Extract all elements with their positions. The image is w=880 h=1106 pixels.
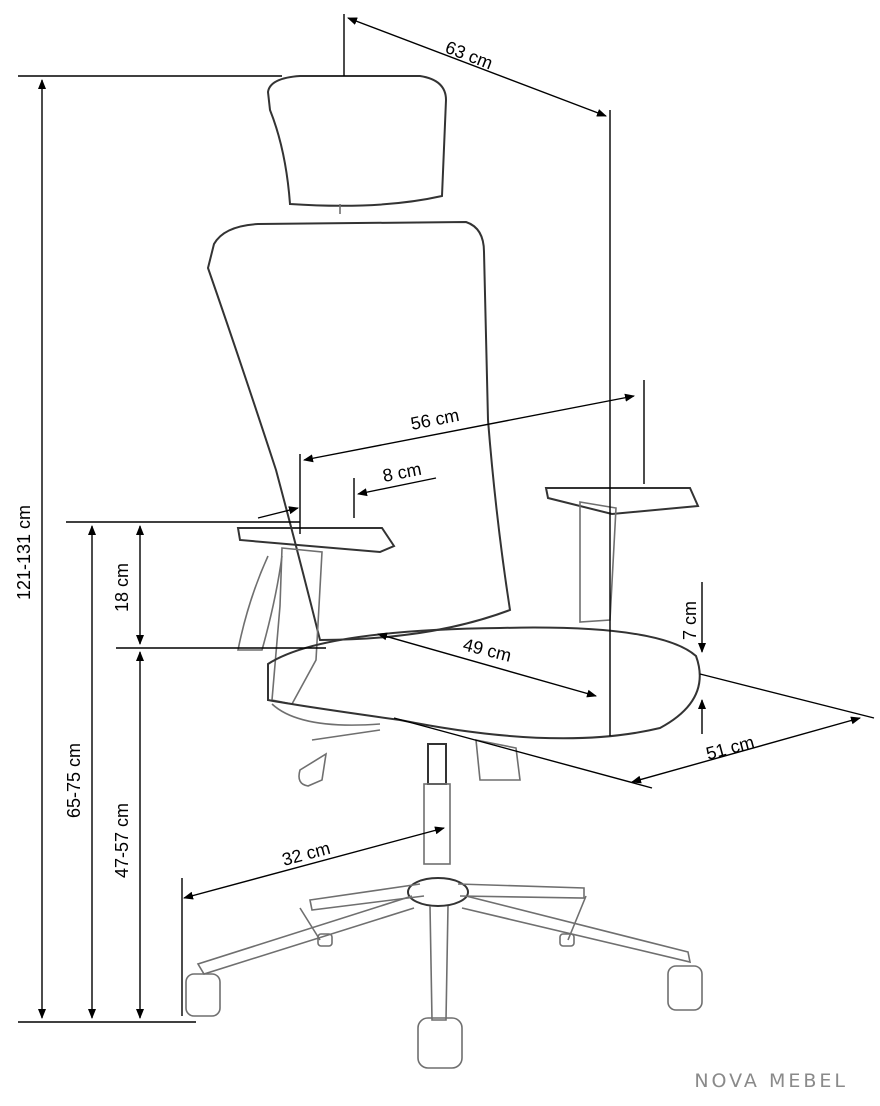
dimline-seat-width xyxy=(631,716,861,784)
tilt-lever xyxy=(298,729,381,787)
dimline-base-radius xyxy=(183,826,445,900)
label-seat-thickness: 7 cm xyxy=(680,601,700,640)
dimension-annotations xyxy=(18,14,875,1023)
chair-illustration xyxy=(185,75,703,1069)
dimline-arm-pad xyxy=(257,506,299,519)
right-armrest xyxy=(544,487,700,516)
label-seat-depth: 49 cm xyxy=(461,634,513,665)
casters xyxy=(185,933,703,1069)
seat xyxy=(267,626,701,740)
label-seat-width: 51 cm xyxy=(704,732,757,764)
brand-watermark: NOVA MEBEL xyxy=(694,1070,848,1092)
dimline-arm-width xyxy=(303,393,635,463)
gas-lift xyxy=(427,743,447,785)
dimline-seat-depth xyxy=(377,632,597,698)
backrest xyxy=(206,220,512,642)
headrest xyxy=(266,75,448,207)
left-armrest xyxy=(236,527,396,554)
label-width-top: 63 cm xyxy=(443,37,496,73)
dimline-width-top xyxy=(347,17,607,117)
label-arm-above-seat: 18 cm xyxy=(112,563,132,612)
star-base xyxy=(196,877,692,1021)
label-total-height: 121-131 cm xyxy=(14,505,34,600)
label-armrest-height: 65-75 cm xyxy=(64,743,84,818)
label-seat-height: 47-57 cm xyxy=(112,803,132,878)
label-arm-width: 56 cm xyxy=(409,405,461,434)
